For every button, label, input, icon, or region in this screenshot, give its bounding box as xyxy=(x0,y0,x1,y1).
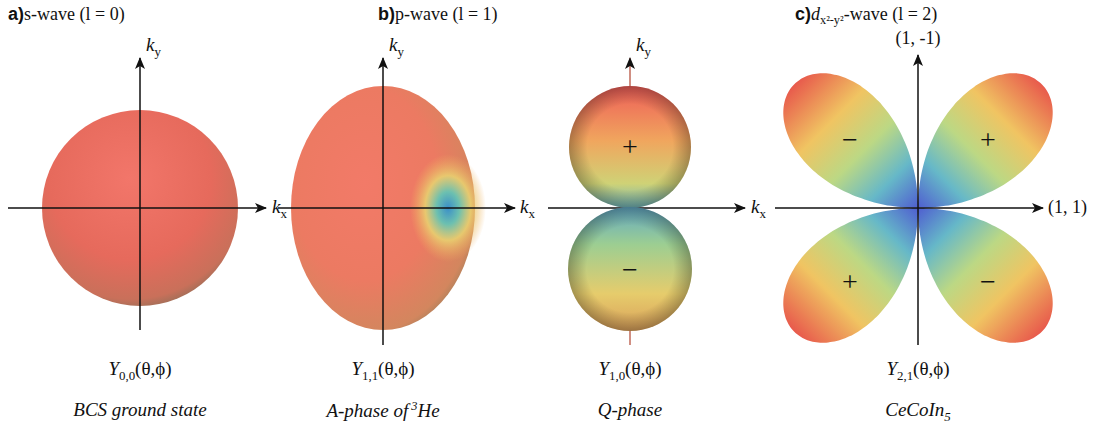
axis-label: y xyxy=(644,44,650,59)
label-group: a)s-wave (l = 0) xyxy=(8,4,125,26)
harmonic-formula: 1,1 xyxy=(362,368,378,383)
caption-text: A-phase of xyxy=(326,400,408,421)
panel-heading: b) xyxy=(378,4,395,24)
sign-label: − xyxy=(842,124,858,155)
label-group: c)dx²-y²-wave (l = 2) xyxy=(795,4,937,28)
harmonic-formula: Y xyxy=(886,358,897,379)
panel-heading: p-wave (l = 1) xyxy=(395,4,498,24)
axis-label: x xyxy=(528,206,534,221)
caption-text: 5 xyxy=(944,409,950,424)
label-group: CeCoIn5 xyxy=(885,399,951,424)
label-group: kx xyxy=(272,196,287,221)
axis-label: (1, 1) xyxy=(1048,197,1087,217)
p-wave-upper-lobe xyxy=(569,86,691,208)
label-group: kx xyxy=(520,196,535,221)
panel-heading: s-wave (l = 0) xyxy=(24,4,125,24)
panel-heading: c) xyxy=(795,4,811,24)
diagonal-axis xyxy=(917,55,919,345)
panel-heading: -wave (l = 2) xyxy=(844,4,938,24)
label-group: Y1,0(θ,ϕ) xyxy=(598,358,661,383)
kx-axis xyxy=(278,207,515,209)
label-group: + xyxy=(622,130,638,164)
axis-lines xyxy=(548,58,745,345)
diagonal-axis xyxy=(775,207,1043,209)
d-wave-lobes xyxy=(761,51,1076,366)
kx-axis xyxy=(8,207,266,209)
harmonic-formula: Y xyxy=(108,358,119,379)
axis-label: k xyxy=(272,196,280,217)
label-group: Q-phase xyxy=(598,399,662,422)
harmonic-formula: 0,0 xyxy=(119,368,135,383)
label-group: BCS ground state xyxy=(73,399,206,422)
harmonic-formula: (θ,ϕ) xyxy=(135,358,172,379)
axis-label: y xyxy=(154,44,160,59)
label-group: A-phase of3He xyxy=(326,399,439,423)
caption-text: He xyxy=(417,400,439,421)
sign-label: − xyxy=(980,266,996,297)
d-wave-lobe xyxy=(761,174,952,365)
ky-axis xyxy=(382,58,384,345)
sign-label: + xyxy=(980,124,996,155)
label-group: Y0,0(θ,ϕ) xyxy=(108,358,171,383)
panel-heading: a) xyxy=(8,4,24,24)
caption-text: BCS ground state xyxy=(73,399,206,420)
axis-lines xyxy=(8,55,1043,345)
label-group: Y2,1(θ,ϕ) xyxy=(886,358,949,383)
axis-label: x xyxy=(280,206,286,221)
axis-label: k xyxy=(751,196,759,217)
label-group: − xyxy=(622,253,638,287)
panel-heading: d xyxy=(811,4,820,24)
axis-label: x xyxy=(759,206,765,221)
lobe-shade xyxy=(568,207,692,331)
label-group: + xyxy=(980,123,996,157)
label-group: ky xyxy=(636,34,651,59)
axis-label: k xyxy=(520,196,528,217)
lobe-shade xyxy=(569,86,691,208)
harmonic-formula: 2,1 xyxy=(897,368,913,383)
ky-axis xyxy=(139,58,141,330)
harmonic-formula: (θ,ϕ) xyxy=(625,358,662,379)
axis-label: k xyxy=(636,34,644,55)
harmonic-formula: Y xyxy=(351,358,362,379)
label-group: Y1,1(θ,ϕ) xyxy=(351,358,414,383)
axis-label: (1, -1) xyxy=(896,28,941,48)
label-group: + xyxy=(842,265,858,299)
label-group: (1, 1) xyxy=(1048,197,1087,219)
p-wave-lower-lobe xyxy=(568,207,692,331)
caption-text: 3 xyxy=(411,399,417,413)
label-group: b)p-wave (l = 1) xyxy=(378,4,498,26)
axis-label: y xyxy=(397,44,403,59)
harmonic-formula: (θ,ϕ) xyxy=(378,358,415,379)
sign-label: − xyxy=(622,254,638,285)
label-group: − xyxy=(980,265,996,299)
label-group: kx xyxy=(751,196,766,221)
caption-text: Q-phase xyxy=(598,399,662,420)
label-group: ky xyxy=(389,34,404,59)
kx-axis xyxy=(548,207,745,209)
harmonic-formula: Y xyxy=(598,358,609,379)
label-group: (1, -1) xyxy=(896,28,941,50)
axis-label: k xyxy=(146,34,154,55)
d-wave-lobe xyxy=(884,174,1075,365)
harmonic-formula: 1,0 xyxy=(609,368,625,383)
panel-heading: x²-y² xyxy=(820,13,844,27)
caption-text: CeCoIn xyxy=(885,399,944,420)
label-group: − xyxy=(842,123,858,157)
axis-label: k xyxy=(389,34,397,55)
sign-label: + xyxy=(622,131,638,162)
label-group: ky xyxy=(146,34,161,59)
harmonic-formula: (θ,ϕ) xyxy=(913,358,950,379)
sign-label: + xyxy=(842,266,858,297)
